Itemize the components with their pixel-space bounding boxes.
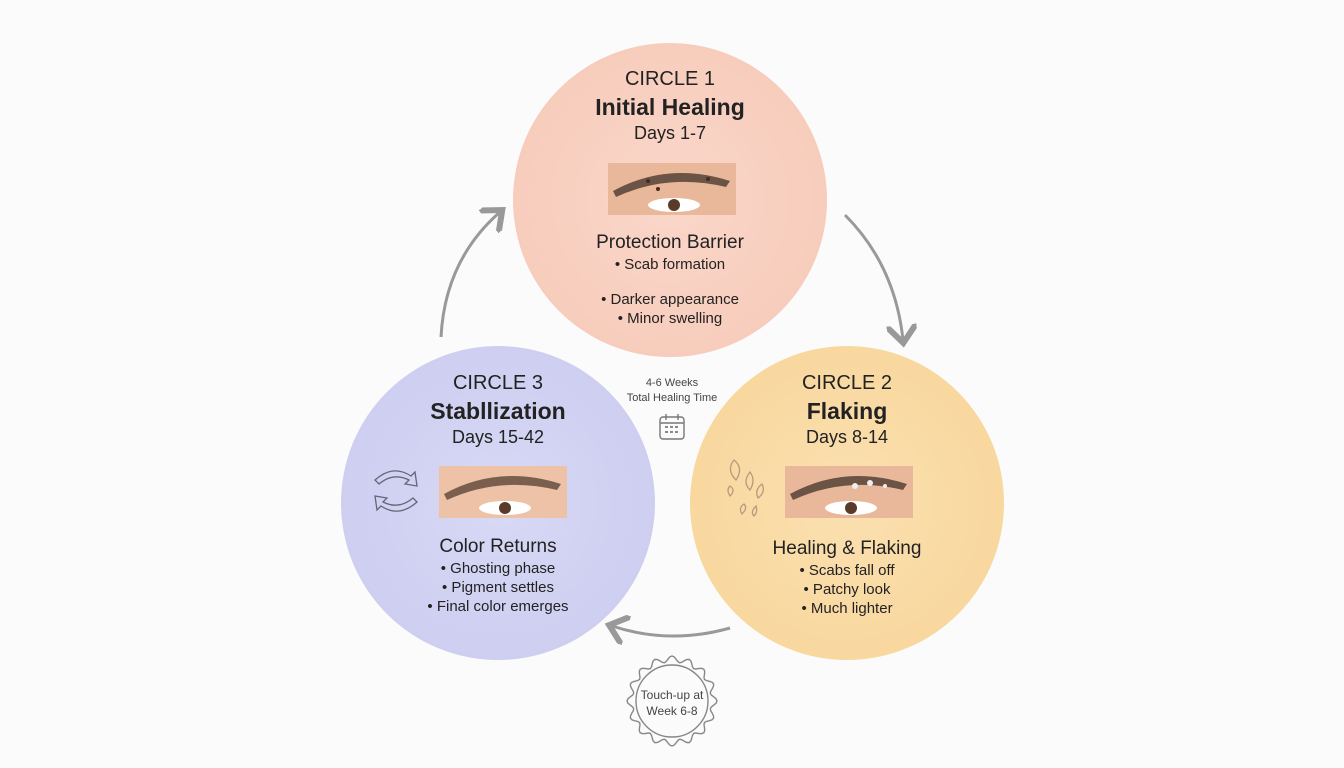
total-weeks: 4-6 Weeks xyxy=(645,377,699,389)
badge-line-2: Week 6-8 xyxy=(646,704,698,718)
circle-title: Initial Healing xyxy=(595,94,745,120)
eyebrow-image xyxy=(439,466,567,518)
badge-line-1: Touch-up at xyxy=(640,688,704,702)
bullet: • Scabs fall off xyxy=(799,562,895,579)
circle-days: Days 8-14 xyxy=(805,427,889,447)
bullet: • Minor swelling xyxy=(617,310,723,327)
circle-stabilization: CIRCLE 3 Stabllization Days 15-42 Color … xyxy=(341,346,655,660)
circle-title: Stabllization xyxy=(430,398,566,424)
circle-subtitle: Protection Barrier xyxy=(596,232,744,253)
bullet: • Pigment settles xyxy=(442,579,554,596)
eyebrow-image xyxy=(785,466,913,518)
circle-subtitle: Healing & Flaking xyxy=(772,538,922,559)
circle-initial-healing: CIRCLE 1 Initial Healing Days 1-7 Protec… xyxy=(513,43,827,357)
circle-days: Days 15-42 xyxy=(451,427,545,447)
circle-label: CIRCLE 1 xyxy=(624,68,716,90)
total-label: Total Healing Time xyxy=(626,392,718,404)
circle-label: CIRCLE 3 xyxy=(452,372,544,394)
circle-subtitle: Color Returns xyxy=(439,536,557,557)
arrow-3-to-1 xyxy=(439,212,500,338)
eyebrow-image xyxy=(608,163,736,215)
bullet: • Final color emerges xyxy=(427,598,569,615)
bullet: • Scab formation xyxy=(614,256,726,273)
arrow-2-to-3 xyxy=(612,626,731,636)
bullet: • Ghosting phase xyxy=(440,560,556,577)
total-healing-time: 4-6 Weeks Total Healing Time xyxy=(610,376,734,447)
circle-label: CIRCLE 2 xyxy=(801,372,893,394)
refresh-cycle-icon xyxy=(374,470,418,512)
bullet: • Much lighter xyxy=(801,600,893,617)
calendar-icon xyxy=(659,414,685,440)
arrow-1-to-2 xyxy=(843,213,903,340)
bullet: • Patchy look xyxy=(803,581,891,598)
touch-up-badge: Touch-up at Week 6-8 xyxy=(626,655,718,747)
bullet: • Darker appearance xyxy=(601,291,739,308)
circle-title: Flaking xyxy=(806,398,888,424)
flakes-icon xyxy=(727,459,764,517)
seal-icon xyxy=(626,655,718,747)
badge-text: Touch-up at Week 6-8 xyxy=(626,687,718,719)
circle-flaking: CIRCLE 2 Flaking Days 8-14 Healing & Fla… xyxy=(690,346,1004,660)
circle-days: Days 1-7 xyxy=(633,123,707,143)
